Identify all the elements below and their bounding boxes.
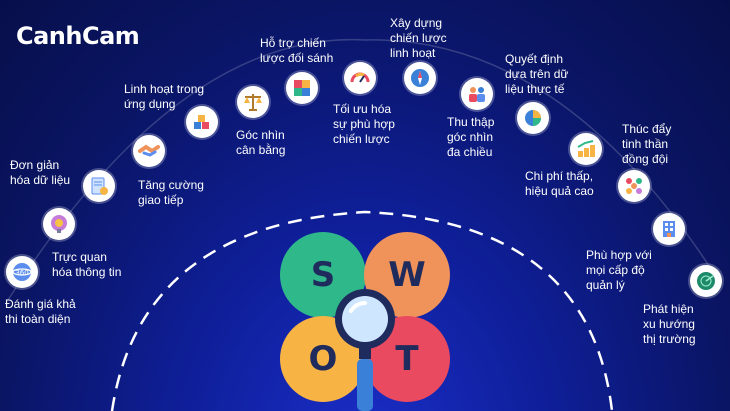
swot-w-petal: W xyxy=(364,232,450,318)
swot-w-letter: W xyxy=(388,255,426,295)
swot-s-petal: S xyxy=(280,232,366,318)
brand-logo: CanhCam xyxy=(16,22,140,50)
scale-icon xyxy=(237,86,269,118)
magnifier-icon xyxy=(335,289,395,411)
handshake-icon xyxy=(133,135,165,167)
growth-coins-icon xyxy=(570,133,602,165)
cubes-icon xyxy=(186,106,218,138)
compass-icon xyxy=(404,62,436,94)
puzzle-icon xyxy=(286,72,318,104)
item-label-chi-phi: Chi phí thấp,hiệu quả cao xyxy=(525,169,594,198)
swot-s-letter: S xyxy=(310,255,336,295)
swot-t-letter: T xyxy=(395,339,419,379)
building-icon xyxy=(653,213,685,245)
globe-360-icon: 360 xyxy=(6,256,38,288)
gauge-icon xyxy=(344,62,376,94)
svg-text:360: 360 xyxy=(15,269,28,277)
hearts-circle-icon xyxy=(618,170,650,202)
team-icon xyxy=(461,78,493,110)
document-check-icon xyxy=(83,170,115,202)
radar-icon xyxy=(690,265,722,297)
pie-chart-icon xyxy=(517,102,549,134)
swot-o-letter: O xyxy=(308,339,338,379)
brain-idea-icon xyxy=(43,208,75,240)
